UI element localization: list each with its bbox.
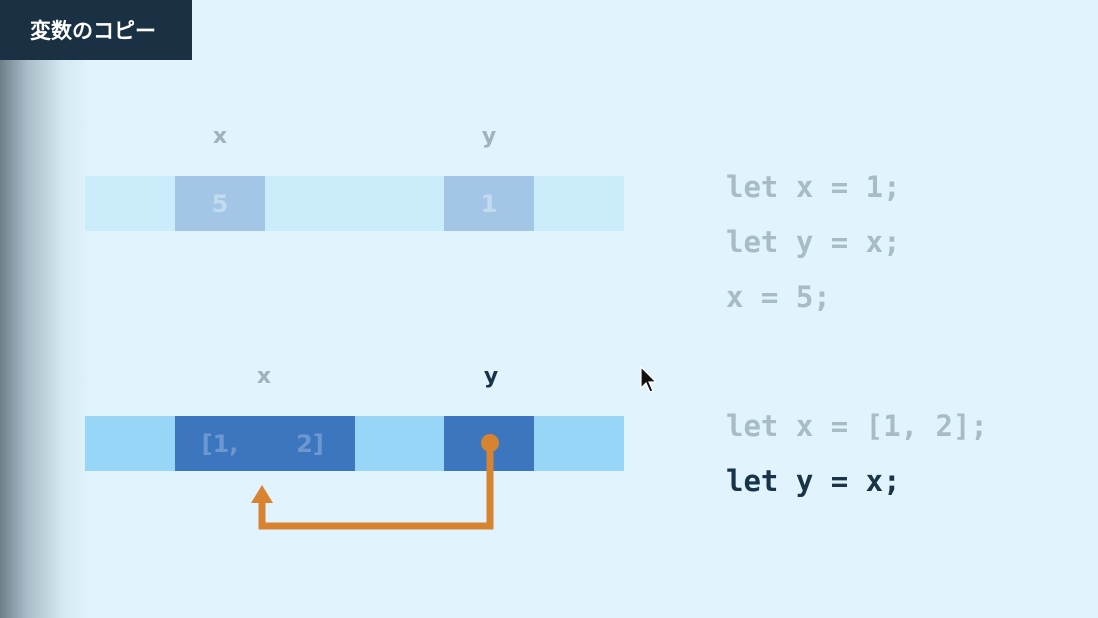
left-edge-shade xyxy=(0,0,90,618)
ex1-label-y: y xyxy=(481,124,497,149)
ex2-array-cell-2: 2] xyxy=(265,416,355,471)
mouse-cursor-icon xyxy=(640,366,658,393)
ex2-label-y: y xyxy=(483,364,499,389)
ex1-label-x: x xyxy=(212,124,228,149)
ex1-code-line-2: let y = x; xyxy=(726,225,901,259)
ex1-code-line-1: let x = 1; xyxy=(726,170,901,204)
ex1-cell-x: 5 xyxy=(175,176,265,231)
slide-title: 変数のコピー xyxy=(0,0,192,60)
ex1-cell-y: 1 xyxy=(444,176,534,231)
ex2-code-line-1: let x = [1, 2]; xyxy=(726,409,988,443)
ex1-memory-strip: 5 1 xyxy=(85,176,624,231)
ex2-array-part-2: 2] xyxy=(296,429,324,458)
ex2-array-part-1: [1, xyxy=(201,429,239,458)
ex1-code-line-3: x = 5; xyxy=(726,280,831,314)
reference-line xyxy=(258,443,494,530)
reference-arrowhead xyxy=(251,485,273,503)
ex2-label-x: x xyxy=(256,364,272,389)
ex2-code-line-2: let y = x; xyxy=(726,464,901,498)
slide-title-text: 変数のコピー xyxy=(30,19,156,43)
ex1-value-y: 1 xyxy=(480,189,498,218)
ex2-array-cell-1: [1, xyxy=(175,416,266,471)
ex1-value-x: 5 xyxy=(211,189,229,218)
